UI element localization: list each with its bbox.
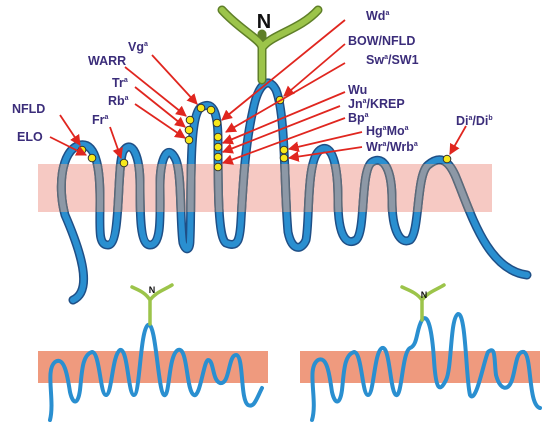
small-diagram-left: N <box>38 285 268 420</box>
site-wu <box>214 133 222 141</box>
arrow-vg <box>152 55 197 104</box>
label-vg: Vga <box>128 40 148 54</box>
site-wd <box>213 119 221 127</box>
label-wd: Wda <box>366 9 389 23</box>
label-tr: Tra <box>112 76 128 90</box>
site-wr <box>280 146 288 154</box>
arrow-di <box>450 126 466 154</box>
site-warr <box>186 116 194 124</box>
site-jn <box>214 143 222 151</box>
n-terminus-main: N <box>222 10 318 80</box>
label-wu: Wu <box>348 83 367 97</box>
arrow-fr <box>110 127 121 158</box>
membrane-band-small-right <box>300 351 540 383</box>
site-elo <box>88 154 96 162</box>
small-right-n-label: N <box>421 290 428 300</box>
label-di: Dia/Dib <box>456 114 493 128</box>
label-nfld: NFLD <box>12 102 45 116</box>
site-fr <box>120 159 128 167</box>
label-bp: Bpa <box>348 111 369 125</box>
site-wr-2 <box>280 154 288 162</box>
arrow-bow-nfld <box>284 44 345 96</box>
label-jn: Jna/KREP <box>348 97 405 111</box>
label-bow-nfld: BOW/NFLD <box>348 34 415 48</box>
label-fr: Fra <box>92 113 109 127</box>
label-rb: Rba <box>108 94 129 108</box>
site-hg-mo <box>214 163 222 171</box>
site-rb <box>185 136 193 144</box>
label-wr-wrb: Wra/Wrba <box>366 140 418 154</box>
label-warr: WARR <box>88 54 126 68</box>
arrow-warr <box>125 67 186 116</box>
label-elo: ELO <box>17 130 43 144</box>
small-diagram-right: N <box>300 285 540 420</box>
site-vg <box>197 104 205 112</box>
arrow-nfld <box>60 115 80 145</box>
site-tr <box>185 126 193 134</box>
n-terminus-label: N <box>257 11 271 33</box>
site-bp <box>214 153 222 161</box>
site-di <box>443 155 451 163</box>
label-hg-mo: HgaMoa <box>366 124 409 138</box>
small-left-n-label: N <box>149 285 156 295</box>
site-vg-2 <box>207 106 215 114</box>
label-sw: Swa/SW1 <box>366 53 419 67</box>
